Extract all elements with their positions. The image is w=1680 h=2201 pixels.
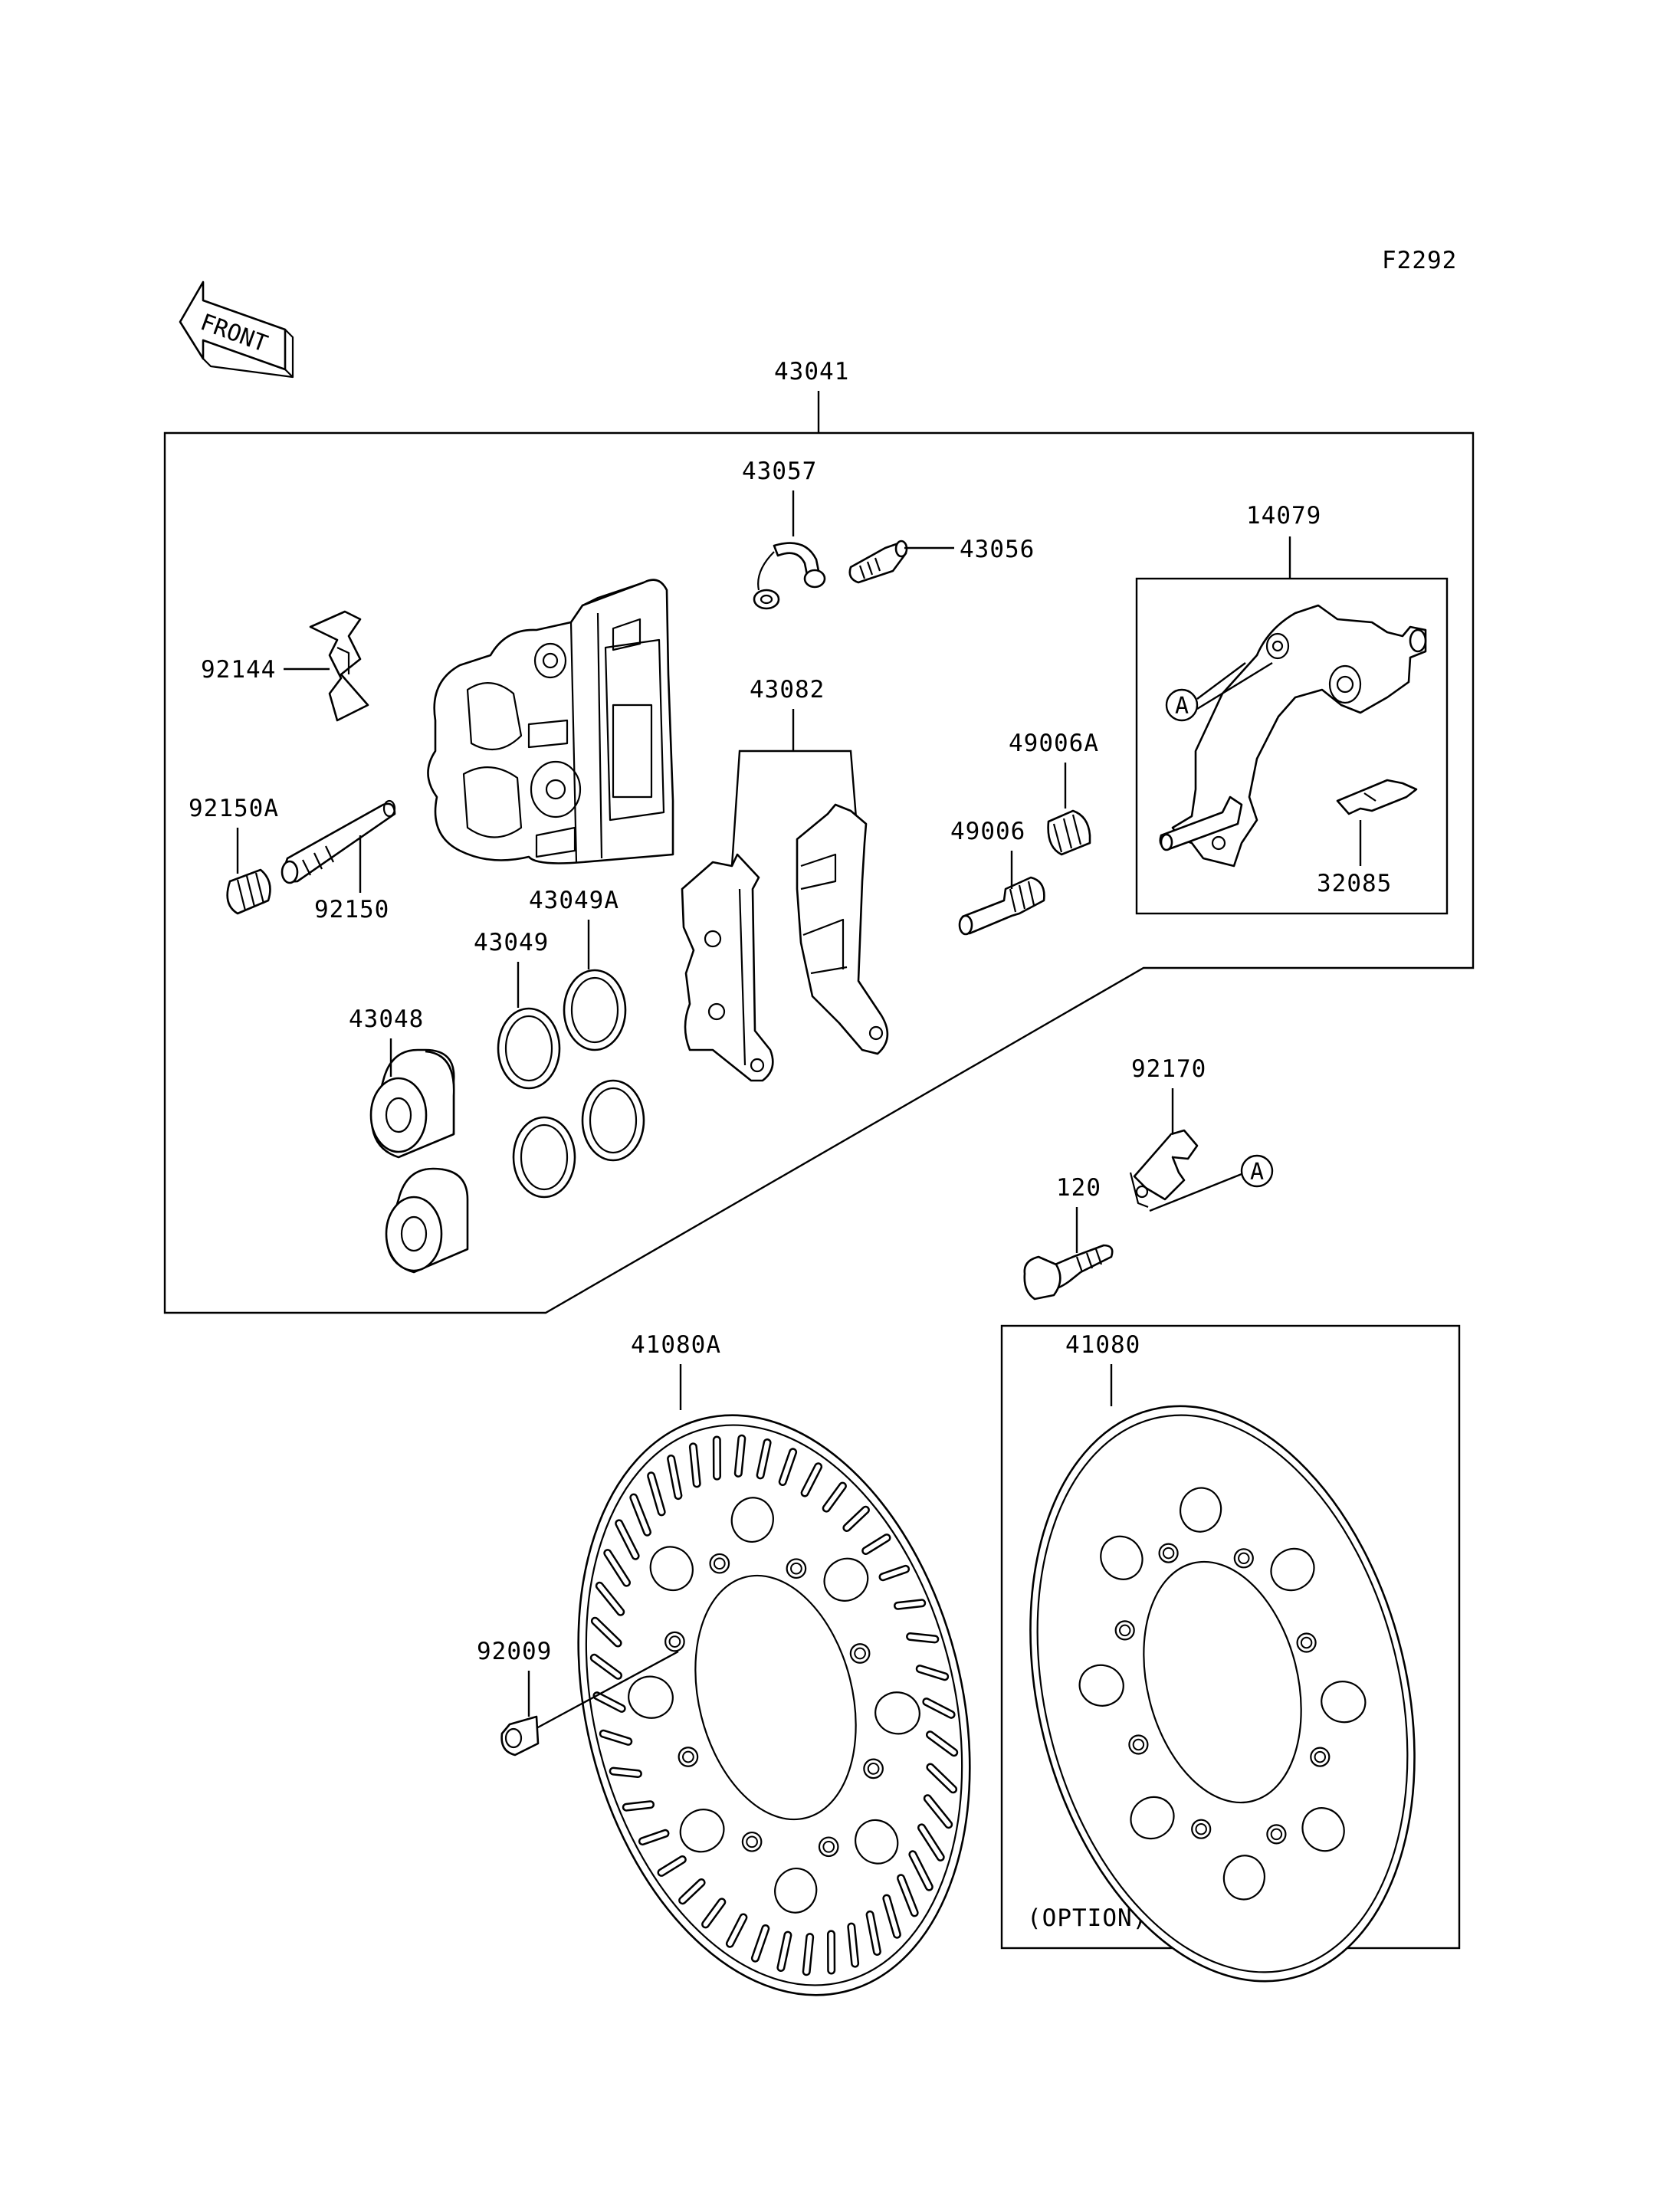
pad-spring-holder	[1337, 780, 1416, 814]
label-seal: 43049	[474, 929, 549, 956]
label-bolt: 120	[1056, 1174, 1101, 1202]
disc-bolt-hole	[1235, 1549, 1253, 1567]
disc-bolt-hole	[1267, 1825, 1285, 1843]
label-seal-a: 43049A	[529, 887, 619, 914]
disc-bolt-hole	[787, 1559, 806, 1578]
vent-slot-inner	[898, 1603, 922, 1606]
disc-bolt-hole	[1160, 1544, 1178, 1563]
piston-2	[386, 1169, 468, 1272]
disc-bolt	[502, 1717, 538, 1755]
bleeder-valve	[850, 541, 907, 582]
caliper-pin	[960, 877, 1044, 934]
disc-bolt-hole	[851, 1644, 870, 1663]
disc-bolt-hole	[665, 1632, 684, 1652]
disc-bolt-hole	[1192, 1820, 1210, 1839]
seal-a	[564, 970, 625, 1050]
label-pad-spring: 92144	[201, 656, 276, 684]
disc-bolt-hole	[819, 1838, 838, 1857]
ref-a-1: A	[1175, 693, 1189, 720]
brake-disc-a	[520, 1373, 1028, 2037]
figure-code: F2292	[1382, 247, 1457, 274]
vent-slot-inner	[613, 1771, 638, 1773]
label-boot: 49006	[950, 818, 1025, 845]
seal	[498, 1009, 559, 1088]
disc-bolt-hole	[864, 1760, 883, 1779]
label-disc-a: 41080A	[631, 1331, 721, 1359]
disc-bolt-hole	[679, 1747, 698, 1766]
pad-spring	[310, 612, 368, 720]
label-plug-a: 92150A	[189, 795, 279, 822]
slide-pin	[282, 801, 395, 883]
disc-bolt-hole	[710, 1554, 730, 1573]
label-disc: 41080	[1065, 1331, 1140, 1359]
piston-1	[371, 1050, 454, 1157]
label-pad-set: 43082	[750, 676, 825, 704]
disc-bolt-hole	[1129, 1736, 1147, 1754]
boot-a	[1048, 811, 1090, 854]
ref-a-2: A	[1250, 1159, 1264, 1186]
vent-slot-inner	[626, 1805, 650, 1808]
disc-bolt-hole	[1116, 1621, 1134, 1639]
caliper-body	[428, 580, 673, 864]
disc-bolt-hole	[1298, 1634, 1316, 1652]
seal-lower-1	[514, 1117, 575, 1197]
plug	[228, 870, 271, 914]
brake-pad-1	[682, 854, 773, 1081]
caliper-holder	[1160, 605, 1426, 866]
label-holder: 14079	[1246, 502, 1321, 530]
disc-bolt-hole	[743, 1832, 762, 1852]
bleeder-cap	[754, 543, 825, 608]
front-arrow-icon: FRONT	[180, 282, 293, 377]
vent-slot-inner	[911, 1637, 935, 1639]
disc-bolt-hole	[1311, 1748, 1329, 1766]
label-boot-a: 49006A	[1009, 730, 1099, 757]
brake-pad-2	[797, 805, 888, 1054]
label-bleeder-valve: 43056	[960, 536, 1035, 563]
label-piston: 43048	[349, 1005, 424, 1033]
label-clamp: 92170	[1131, 1055, 1206, 1083]
label-spring: 32085	[1317, 870, 1392, 897]
caliper-bolt	[1025, 1245, 1112, 1299]
seal-lower-2	[582, 1081, 644, 1160]
label-bleeder-cap: 43057	[742, 458, 817, 485]
label-caliper-assy: 43041	[774, 358, 849, 385]
label-disc-bolt: 92009	[477, 1638, 552, 1665]
label-pin: 92150	[314, 896, 389, 923]
